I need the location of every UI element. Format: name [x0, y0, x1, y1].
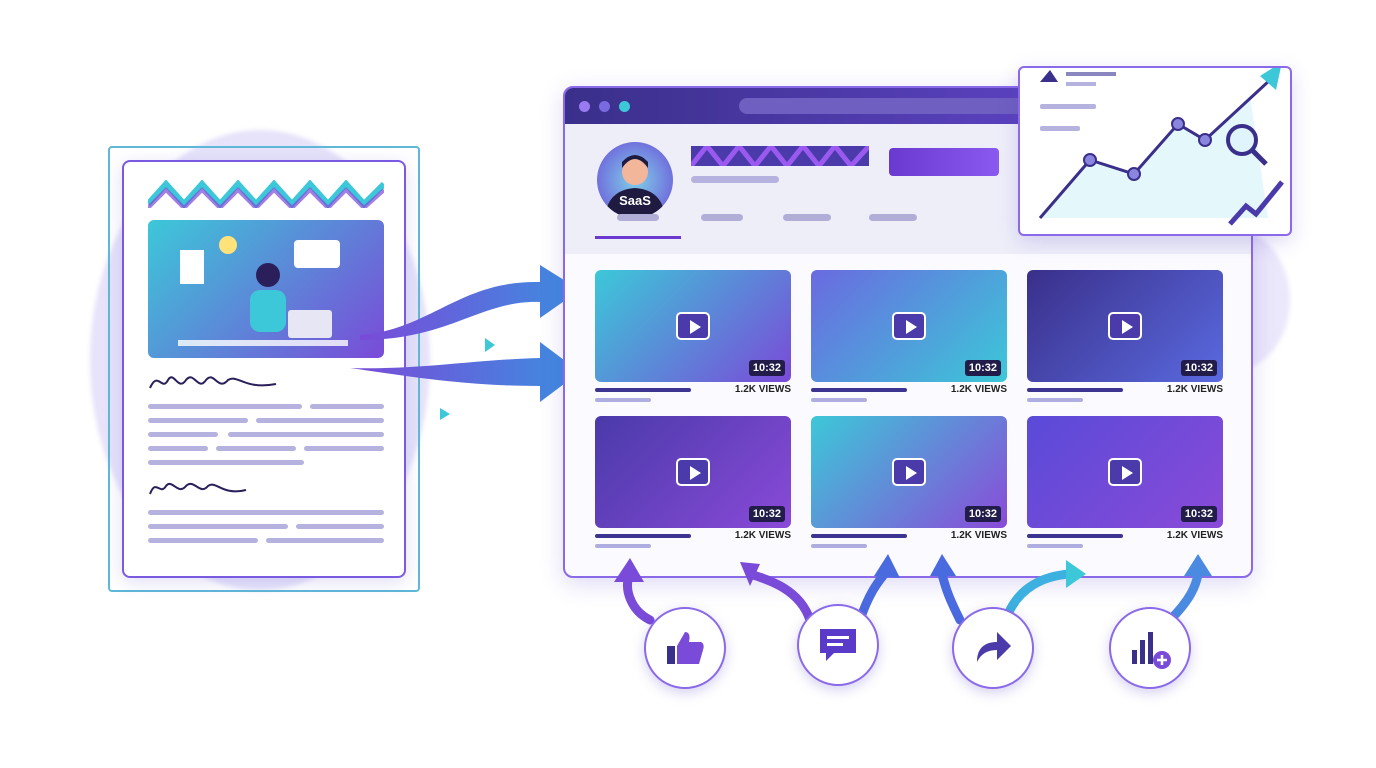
video-meta-placeholder — [811, 398, 867, 402]
video-thumbnail[interactable]: 10:32 — [1027, 416, 1223, 528]
active-tab-indicator — [595, 236, 681, 239]
play-icon[interactable] — [1108, 312, 1142, 340]
video-meta-placeholder — [811, 544, 867, 548]
window-dot[interactable] — [619, 100, 630, 112]
video-thumbnail[interactable]: 10:32 — [811, 416, 1007, 528]
avatar-label: SaaS — [619, 193, 651, 208]
comment-button[interactable] — [797, 604, 879, 686]
window-dot[interactable] — [579, 100, 590, 112]
video-meta-placeholder — [595, 544, 651, 548]
comment-icon — [820, 629, 856, 661]
play-icon[interactable] — [892, 312, 926, 340]
play-icon[interactable] — [676, 312, 710, 340]
video-title-placeholder[interactable] — [1027, 534, 1123, 538]
handwritten-subheading — [149, 483, 247, 495]
video-title-placeholder[interactable] — [595, 388, 691, 392]
analytics-button[interactable] — [1109, 607, 1191, 689]
analytics-popup — [1018, 62, 1292, 236]
video-duration: 10:32 — [748, 360, 785, 376]
video-duration: 10:32 — [964, 506, 1001, 522]
video-thumbnail[interactable]: 10:32 — [1027, 270, 1223, 382]
video-title-placeholder[interactable] — [811, 534, 907, 538]
growth-chart — [1038, 62, 1284, 226]
share-button[interactable] — [952, 607, 1034, 689]
window-dot[interactable] — [599, 100, 610, 112]
analytics-add-icon — [1132, 632, 1171, 669]
blog-document — [122, 160, 406, 578]
channel-window: SaaS 10:32 1.2K VIEWS 10:32 1.2K VIEWS 10:32… — [563, 86, 1253, 578]
video-thumbnail[interactable]: 10:32 — [595, 270, 791, 382]
video-duration: 10:32 — [964, 360, 1001, 376]
hero-illustration — [148, 220, 384, 358]
video-views: 1.2K VIEWS — [734, 384, 791, 395]
zigzag-banner — [148, 180, 384, 208]
play-icon[interactable] — [1108, 458, 1142, 486]
play-icon[interactable] — [676, 458, 710, 486]
channel-name-banner — [691, 146, 869, 166]
channel-avatar[interactable]: SaaS — [597, 142, 673, 218]
like-button[interactable] — [644, 607, 726, 689]
video-title-placeholder[interactable] — [811, 388, 907, 392]
tab-videos[interactable] — [617, 214, 659, 221]
video-meta-placeholder — [595, 398, 651, 402]
handwritten-heading — [149, 376, 277, 389]
video-title-placeholder[interactable] — [595, 534, 691, 538]
video-views: 1.2K VIEWS — [734, 530, 791, 541]
video-duration: 10:32 — [1180, 506, 1217, 522]
thumbs-up-icon — [667, 632, 704, 664]
video-views: 1.2K VIEWS — [1166, 384, 1223, 395]
video-duration: 10:32 — [748, 506, 785, 522]
video-title-placeholder[interactable] — [1027, 388, 1123, 392]
share-icon — [977, 632, 1011, 662]
tab-2[interactable] — [701, 214, 743, 221]
video-views: 1.2K VIEWS — [950, 530, 1007, 541]
engagement-arrows — [614, 554, 1212, 625]
play-icon[interactable] — [892, 458, 926, 486]
avatar-person-icon — [597, 142, 673, 218]
video-views: 1.2K VIEWS — [1166, 530, 1223, 541]
video-meta-placeholder — [1027, 544, 1083, 548]
video-meta-placeholder — [1027, 398, 1083, 402]
video-thumbnail[interactable]: 10:32 — [811, 270, 1007, 382]
subscribe-button[interactable] — [889, 148, 999, 176]
tab-3[interactable] — [783, 214, 831, 221]
video-views: 1.2K VIEWS — [950, 384, 1007, 395]
tab-4[interactable] — [869, 214, 917, 221]
video-thumbnail[interactable]: 10:32 — [595, 416, 791, 528]
flow-arrows — [350, 265, 580, 420]
video-duration: 10:32 — [1180, 360, 1217, 376]
